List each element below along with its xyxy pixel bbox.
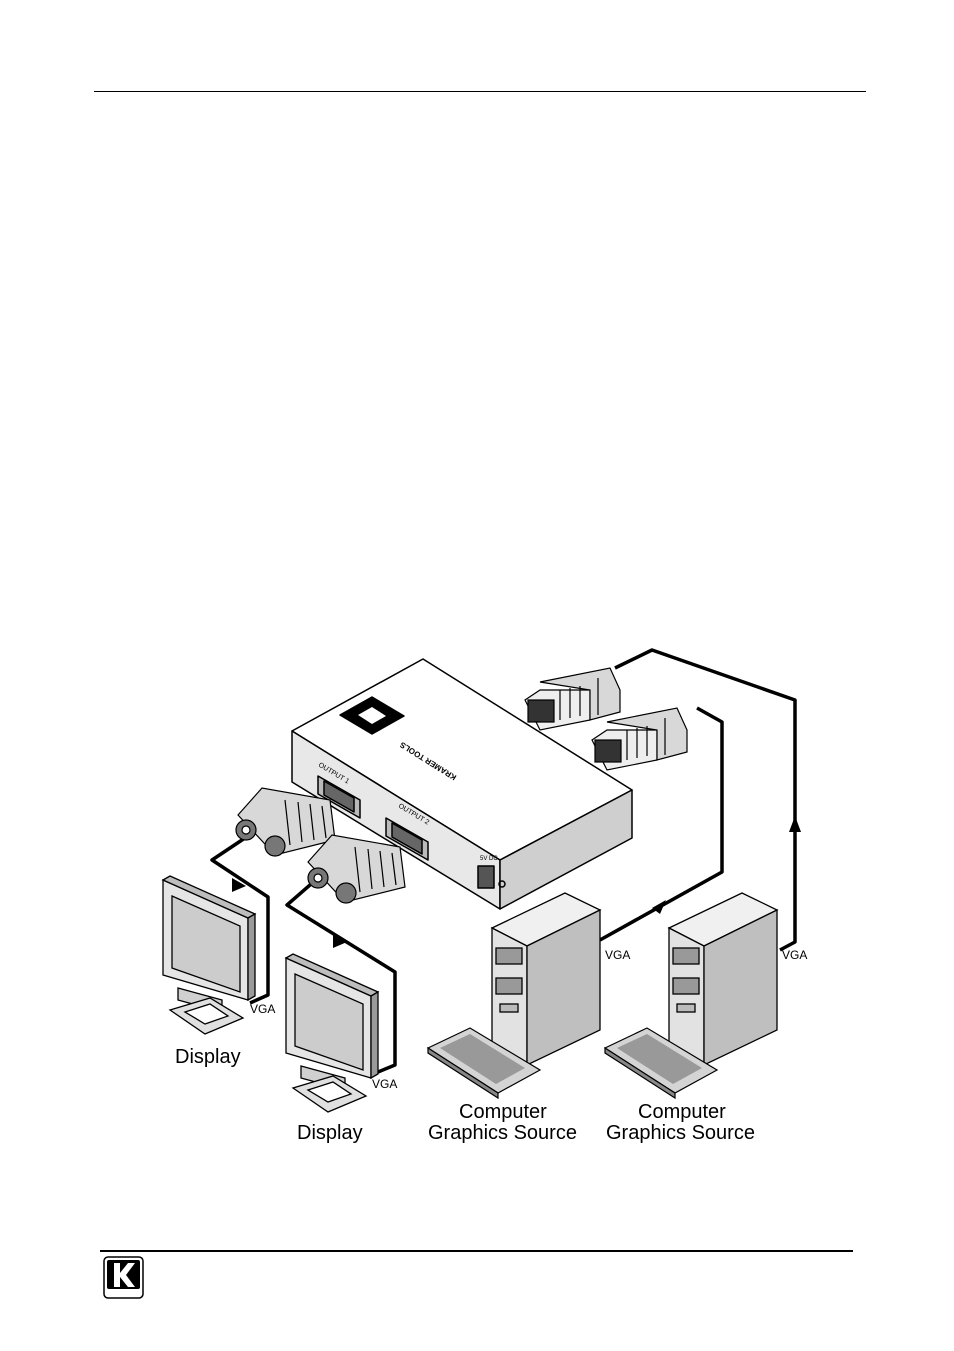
input-vga-plug-1 [525, 668, 620, 730]
arrow-icon [789, 816, 801, 832]
computer-2-label-line2: Graphics Source [606, 1122, 755, 1144]
display-2-label: Display [297, 1122, 363, 1144]
power-jack [478, 866, 494, 888]
input-vga-plug-2 [592, 708, 687, 770]
computer-1-tower-icon [492, 893, 600, 1065]
vga-label-display-1: VGA [250, 1002, 275, 1016]
computer-1-label-line2: Graphics Source [428, 1122, 577, 1144]
vga-label-computer-1: VGA [605, 948, 630, 962]
output-vga-plug-1 [236, 788, 335, 856]
display-2-monitor-icon [286, 954, 378, 1112]
vga-label-computer-2: VGA [782, 948, 807, 962]
power-label: 5V DC [480, 856, 498, 862]
computer-2-label-line1: Computer [638, 1101, 726, 1123]
vga-label-display-2: VGA [372, 1077, 397, 1091]
footer-rule [100, 1250, 853, 1252]
computer-2-tower-icon [669, 893, 777, 1065]
computer-1-label-line1: Computer [459, 1101, 547, 1123]
arrow-icon [652, 900, 666, 914]
display-1-monitor-icon [163, 876, 255, 1034]
output-vga-plug-2 [308, 835, 405, 903]
kramer-logo-icon [103, 1256, 144, 1299]
display-1-label: Display [175, 1046, 241, 1068]
